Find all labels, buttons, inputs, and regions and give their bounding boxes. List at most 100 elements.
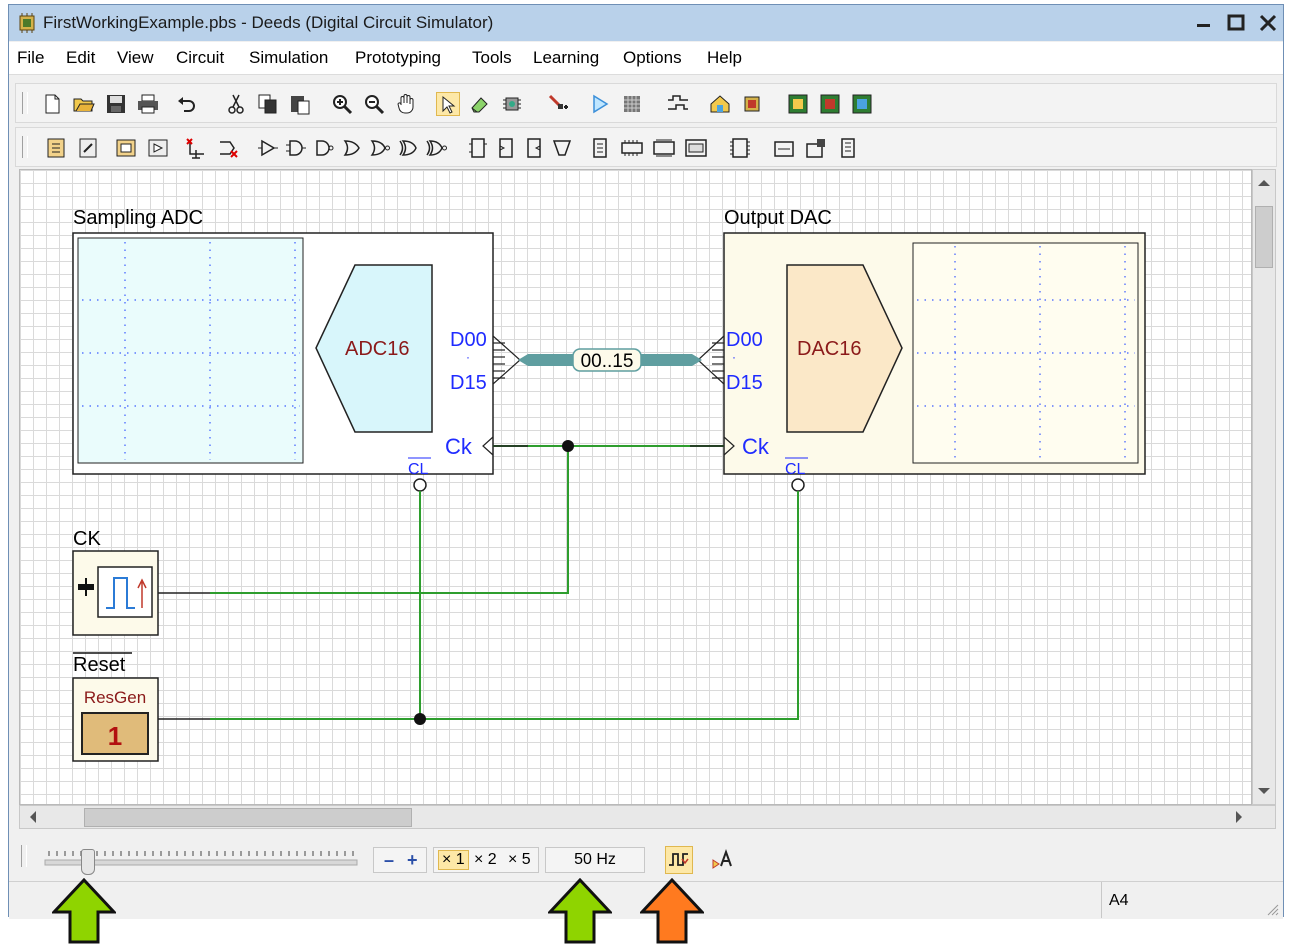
timing-diagram-icon[interactable] [666, 92, 690, 116]
vertical-scrollbar[interactable] [1252, 169, 1276, 805]
component-input-icon[interactable] [44, 136, 68, 160]
resgen-label: ResGen [84, 688, 146, 707]
component-switch-icon[interactable] [76, 136, 100, 160]
component-display-icon[interactable] [114, 136, 138, 160]
toolbar-grip[interactable] [22, 136, 28, 158]
scroll-left-icon[interactable] [24, 808, 42, 826]
adc-component[interactable]: Sampling ADC ADC16 D00 D15 · Ck CL [72, 207, 521, 492]
toolbar-grip[interactable] [22, 92, 28, 114]
dac-component[interactable]: Output DAC DAC16 D00 D15 · Ck CL [697, 207, 1146, 492]
menu-circuit[interactable]: Circuit [176, 48, 225, 67]
wires[interactable] [210, 445, 799, 720]
maximize-button[interactable] [1221, 8, 1251, 38]
fpga-board-a-icon[interactable] [786, 92, 810, 116]
undo-icon[interactable] [174, 92, 198, 116]
svg-text:·: · [466, 350, 470, 364]
menu-edit[interactable]: Edit [66, 48, 96, 67]
pan-hand-icon[interactable] [394, 92, 418, 116]
simulation-bar: – + × 1 × 2 × 5 50 Hz [15, 833, 1277, 879]
scroll-up-icon[interactable] [1255, 174, 1273, 192]
chip-import-icon[interactable] [740, 92, 764, 116]
paste-icon[interactable] [288, 92, 312, 116]
print-icon[interactable] [136, 92, 160, 116]
multiplier-x5-button[interactable]: × 5 [508, 851, 531, 868]
data-bus[interactable]: 00..15 [518, 348, 702, 372]
zoom-out-icon[interactable] [362, 92, 386, 116]
component-output-icon[interactable] [146, 136, 170, 160]
multiplier-x1-button[interactable]: × 1 [438, 850, 469, 870]
save-icon[interactable] [104, 92, 128, 116]
copy-icon[interactable] [256, 92, 280, 116]
vertical-scroll-thumb[interactable] [1255, 206, 1273, 268]
new-file-icon[interactable] [40, 92, 64, 116]
title-bar[interactable]: FirstWorkingExample.pbs - Deeds (Digital… [9, 5, 1283, 41]
app-window: FirstWorkingExample.pbs - Deeds (Digital… [8, 4, 1284, 919]
menu-options[interactable]: Options [623, 48, 682, 67]
fsm-block-icon[interactable] [836, 136, 860, 160]
close-button[interactable] [1253, 8, 1283, 38]
menu-prototyping[interactable]: Prototyping [355, 48, 441, 67]
select-pointer-icon[interactable] [436, 92, 460, 116]
component-connector-icon[interactable] [216, 136, 240, 160]
zoom-in-icon[interactable] [330, 92, 354, 116]
flipflop-d-icon[interactable] [466, 136, 490, 160]
menu-learning[interactable]: Learning [533, 48, 600, 67]
clock-step-icon[interactable] [665, 846, 693, 874]
page-format-status: A4 [1109, 892, 1129, 909]
eraser-icon[interactable] [468, 92, 492, 116]
reset-generator[interactable]: Reset ResGen 1 [72, 652, 159, 762]
toolbar-grip[interactable] [21, 845, 27, 867]
speed-decrease-button[interactable]: – [384, 850, 395, 870]
menu-file[interactable]: File [17, 48, 45, 67]
resize-grip-icon[interactable] [1265, 901, 1279, 916]
cut-icon[interactable] [224, 92, 248, 116]
minimize-button[interactable] [1189, 8, 1219, 38]
multiplier-x2-button[interactable]: × 2 [474, 851, 497, 868]
speed-slider-thumb[interactable] [81, 849, 95, 875]
simulate-play-icon[interactable] [588, 92, 612, 116]
annotation-arrow-green-left [50, 877, 118, 944]
open-folder-icon[interactable] [72, 92, 96, 116]
timing-grid-icon[interactable] [620, 92, 644, 116]
xnor-gate-icon[interactable] [424, 136, 448, 160]
dac-chip-label: DAC16 [797, 338, 861, 360]
or-gate-icon[interactable] [340, 136, 364, 160]
menu-help[interactable]: Help [707, 48, 742, 67]
rom-block-icon[interactable] [728, 136, 752, 160]
horizontal-scroll-thumb[interactable] [84, 808, 412, 827]
component-ground-icon[interactable] [184, 136, 208, 160]
memory-block-icon[interactable] [684, 136, 708, 160]
fpga-board-c-icon[interactable] [850, 92, 874, 116]
and-gate-icon[interactable] [284, 136, 308, 160]
register-icon[interactable] [588, 136, 612, 160]
animation-toggle-icon[interactable] [709, 846, 737, 874]
horizontal-scrollbar[interactable] [19, 805, 1276, 829]
speed-multiplier-group: × 1 × 2 × 5 [433, 847, 539, 873]
speed-increase-button[interactable]: + [407, 850, 418, 870]
xor-gate-icon[interactable] [396, 136, 420, 160]
custom-block-icon[interactable] [804, 136, 828, 160]
probe-tool-icon[interactable] [546, 92, 570, 116]
scroll-right-icon[interactable] [1230, 808, 1248, 826]
window-title: FirstWorkingExample.pbs - Deeds (Digital… [43, 13, 494, 32]
flipflop-t-icon[interactable] [522, 136, 546, 160]
flipflop-jk-icon[interactable] [494, 136, 518, 160]
speed-slider[interactable] [43, 847, 359, 875]
nand-gate-icon[interactable] [312, 136, 336, 160]
fpga-board-b-icon[interactable] [818, 92, 842, 116]
buffer-gate-icon[interactable] [256, 136, 280, 160]
network-block-icon[interactable] [772, 136, 796, 160]
counter-icon[interactable] [620, 136, 644, 160]
nor-gate-icon[interactable] [368, 136, 392, 160]
export-house-icon[interactable] [708, 92, 732, 116]
cnt-block-icon[interactable] [652, 136, 676, 160]
circuit-canvas[interactable]: Sampling ADC ADC16 D00 D15 · Ck CL [19, 169, 1252, 805]
scroll-down-icon[interactable] [1255, 782, 1273, 800]
menu-simulation[interactable]: Simulation [249, 48, 329, 67]
clock-generator[interactable]: CK [72, 528, 159, 636]
annotation-arrow-green-right [546, 877, 614, 944]
menu-view[interactable]: View [117, 48, 154, 67]
menu-tools[interactable]: Tools [472, 48, 512, 67]
wire-tool-icon[interactable] [500, 92, 524, 116]
multiplexer-icon[interactable] [550, 136, 574, 160]
